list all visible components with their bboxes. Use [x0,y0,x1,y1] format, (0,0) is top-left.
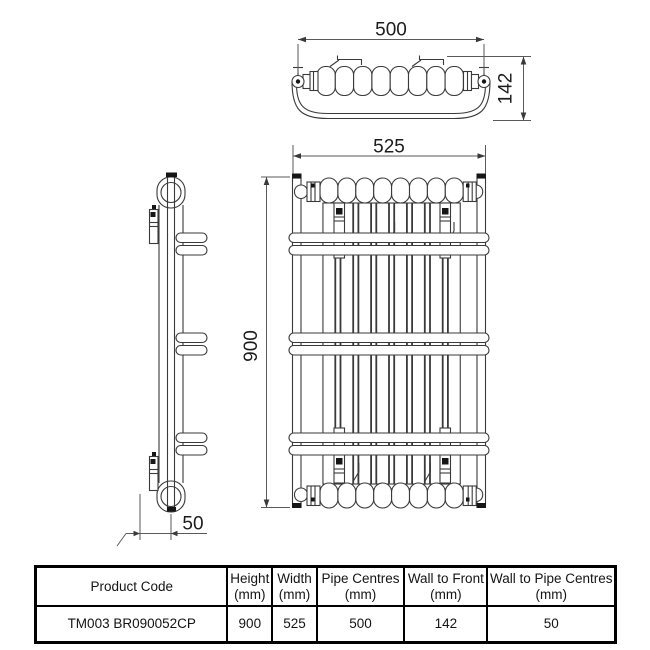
cell-wall-to-pipe-centres: 50 [486,605,617,644]
dim-wall-to-front: 142 [447,56,531,121]
wall-bracket-plan-left [329,55,363,67]
dim-height: 900 [241,176,290,508]
side-view: 50 [116,172,208,547]
towel-loop-outer [291,81,491,120]
cell-pipe-centres: 500 [315,605,406,644]
dim-50-label: 50 [182,514,203,535]
dim-900-label: 900 [241,330,262,362]
technical-drawing: 500 142 [116,20,531,547]
front-view: 525 900 [241,137,490,509]
top-header [319,177,464,204]
wall-brackets-side [148,205,159,492]
end-fittings-front [293,181,484,507]
col-header-pipe-centres: Pipe Centres(mm) [315,565,406,607]
radiator-sections-plan [316,65,464,97]
valve-plan-left [291,66,319,92]
towel-rails-front [288,232,490,456]
col-header-product-code: Product Code [34,565,229,607]
spec-table: Product Code Height(mm) Width(mm) Pipe C… [34,565,617,644]
cell-width: 525 [271,605,318,644]
towel-rails-side [175,232,208,456]
towel-loop-inner [295,83,487,115]
dim-width: 525 [292,137,486,174]
col-header-height: Height(mm) [226,565,274,607]
cell-wall-to-front: 142 [403,605,489,644]
dim-525-label: 525 [373,137,405,158]
dim-pipe-centres: 500 [297,20,485,73]
col-header-wall-to-front: Wall to Front(mm) [403,565,489,607]
dim-500-label: 500 [375,20,407,41]
dim-wall-to-pipe: 50 [116,494,207,547]
table-row: TM003 BR090052CP 900 525 500 142 50 [34,605,617,644]
col-header-wall-to-pipe-centres: Wall to Pipe Centres(mm) [486,565,617,607]
bottom-header [319,482,464,509]
valve-plan-right [462,66,491,92]
cell-product-code: TM003 BR090052CP [34,605,229,644]
col-header-width: Width(mm) [271,565,318,607]
dim-142-label: 142 [496,73,517,105]
top-view: 500 142 [291,20,531,121]
wall-bracket-plan-right [411,55,445,67]
cell-height: 900 [226,605,274,644]
